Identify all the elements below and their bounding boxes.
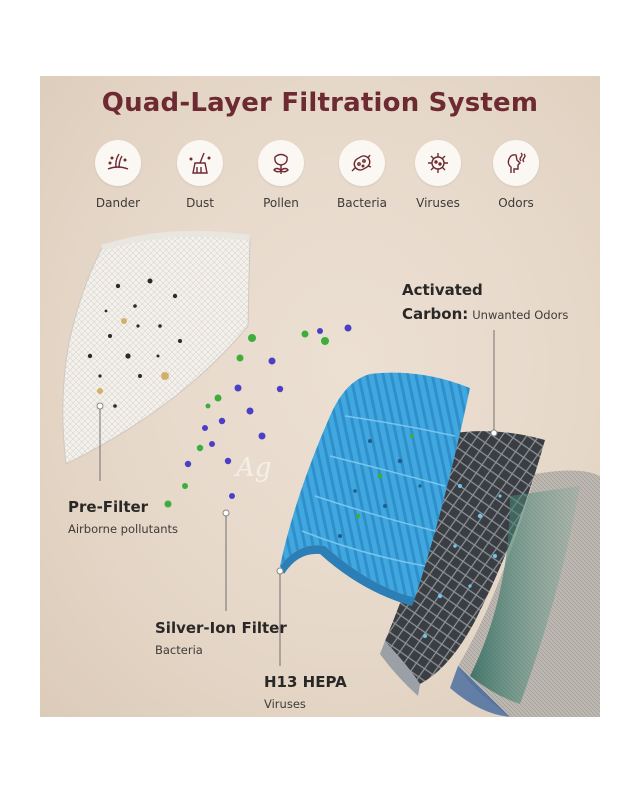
viruses-icon (428, 153, 448, 173)
category-dust: Dust (160, 140, 240, 210)
silver-ion-filter-label: Silver-Ion Filter Bacteria (155, 619, 287, 657)
category-odors: Odors (476, 140, 556, 210)
dust-icon (189, 152, 211, 174)
silver-ion-filter-name: Silver-Ion Filter (155, 619, 287, 637)
category-bacteria: Bacteria (322, 140, 402, 210)
pre-filter-description: Airborne pollutants (68, 522, 179, 536)
pre-filter-name: Pre-Filter (68, 498, 149, 516)
page-title: Quad-Layer Filtration System (101, 88, 539, 118)
bacteria-icon (351, 154, 372, 172)
activated-carbon-label: Activated Carbon:Unwanted Odors (402, 278, 568, 327)
category-label: Dander (95, 196, 141, 210)
activated-carbon-description: Unwanted Odors (472, 308, 569, 322)
activated-carbon-name-line2: Carbon: (402, 305, 469, 323)
category-viruses: Viruses (398, 140, 478, 210)
pollen-icon (273, 153, 289, 174)
pre-filter-label: Pre-Filter Airborne pollutants (68, 498, 178, 536)
particle-cloud: Ag (164, 324, 352, 611)
silver-ion-symbol: Ag (234, 453, 271, 483)
category-label: Dust (186, 196, 214, 210)
filter-layers-illustration: Ag (62, 230, 600, 717)
hepa-name: H13 HEPA (264, 673, 347, 691)
category-dander: Dander (78, 140, 158, 210)
infographic-panel: Quad-Layer Filtration System Dander Dust… (40, 76, 600, 717)
category-label: Bacteria (337, 196, 387, 210)
silver-ion-filter-description: Bacteria (155, 643, 203, 657)
category-label: Odors (498, 196, 534, 210)
hepa-description: Viruses (264, 697, 306, 711)
category-pollen: Pollen (241, 140, 321, 210)
hepa-label: H13 HEPA Viruses (264, 673, 347, 711)
activated-carbon-name-line1: Activated (402, 281, 483, 299)
category-label: Pollen (263, 196, 299, 210)
activated-carbon-layer (380, 330, 580, 704)
pre-filter-sheet (62, 230, 251, 481)
odors-icon (507, 152, 526, 173)
category-label: Viruses (416, 196, 460, 210)
dander-icon (107, 153, 129, 170)
hepa-pleated-layer (276, 372, 470, 666)
